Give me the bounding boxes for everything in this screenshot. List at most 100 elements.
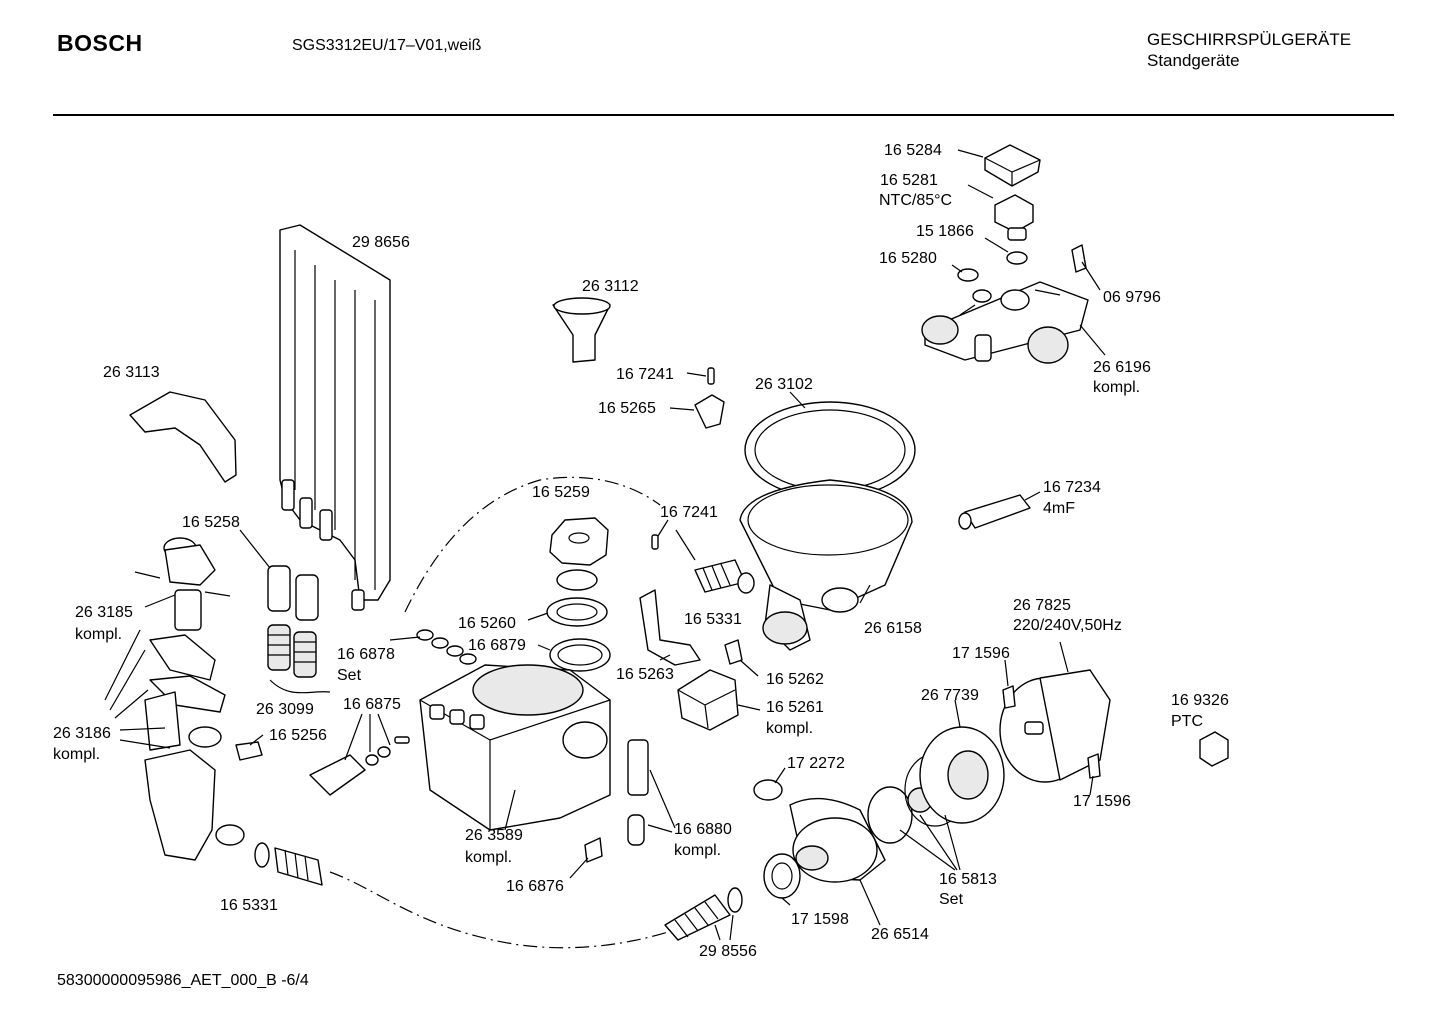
- part-166880-float: [627, 739, 649, 846]
- label-171596-b: 17 1596: [1073, 793, 1131, 810]
- part-298656-heat-exchanger: [279, 224, 391, 611]
- dashed-assembly-line-main: [404, 476, 661, 613]
- label-263589: 26 3589: [465, 827, 523, 844]
- label-069796: 06 9796: [1103, 289, 1161, 306]
- part-hose-corrugated-upper: [694, 559, 746, 593]
- label-ntc: NTC/85°C: [879, 192, 952, 209]
- label-165281: 16 5281: [880, 172, 938, 189]
- part-266514-pump-housing: [789, 797, 886, 883]
- part-171596-bracket-a: [1002, 685, 1016, 709]
- label-165261-kompl: kompl.: [766, 720, 813, 737]
- label-267825: 26 7825: [1013, 597, 1071, 614]
- part-298556-hose: [664, 887, 743, 941]
- part-263186-assembly: [144, 634, 245, 861]
- label-166878-set: Set: [337, 667, 362, 684]
- part-171598-seal: [763, 853, 801, 899]
- label-165262: 16 5262: [766, 671, 824, 688]
- label-167241-b: 16 7241: [660, 504, 718, 521]
- part-labels: 16 5284 16 5281 NTC/85°C 15 1866 16 5280…: [53, 142, 1229, 960]
- label-166876: 16 6876: [506, 878, 564, 895]
- label-165813: 16 5813: [939, 871, 997, 888]
- label-165331-upper: 16 5331: [684, 611, 742, 628]
- label-165261: 16 5261: [766, 699, 824, 716]
- part-267825-motor: [999, 669, 1111, 783]
- label-165280: 16 5280: [879, 250, 937, 267]
- label-172272: 17 2272: [787, 755, 845, 772]
- label-165260: 16 5260: [458, 615, 516, 632]
- label-263099: 26 3099: [256, 701, 314, 718]
- label-167234: 16 7234: [1043, 479, 1101, 496]
- label-165258: 16 5258: [182, 514, 240, 531]
- label-267739: 26 7739: [921, 687, 979, 704]
- label-167241-a: 16 7241: [616, 366, 674, 383]
- label-165256: 16 5256: [269, 727, 327, 744]
- document-code: 58300000095986_AET_000_B -6/4: [57, 972, 309, 989]
- part-263589-container: [419, 664, 611, 831]
- part-165256-clip: [235, 741, 263, 761]
- part-165261-level-switch: [677, 669, 739, 731]
- part-266196-valve-block: [921, 281, 1089, 364]
- part-165259-filter-nut: [549, 517, 609, 566]
- label-165265: 16 5265: [598, 400, 656, 417]
- label-166879: 16 6879: [468, 637, 526, 654]
- label-voltage: 220/240V,50Hz: [1013, 617, 1122, 634]
- label-266514: 26 6514: [871, 926, 929, 943]
- subcategory-title: Standgeräte: [1147, 51, 1240, 70]
- label-298556: 29 8556: [699, 943, 757, 960]
- part-266158-sump: [739, 479, 913, 651]
- part-263099-springs: [267, 624, 317, 678]
- label-169326: 16 9326: [1171, 692, 1229, 709]
- label-263186: 26 3186: [53, 725, 111, 742]
- part-166879-seal: [549, 638, 611, 672]
- label-298656: 29 8656: [352, 234, 410, 251]
- part-165260-ring: [546, 597, 608, 627]
- label-166878: 16 6878: [337, 646, 395, 663]
- label-171598: 17 1598: [791, 911, 849, 928]
- part-263113-cover: [129, 391, 237, 483]
- part-165281-ntc-sensor: [994, 194, 1034, 241]
- part-267739-cover: [919, 726, 1005, 824]
- label-171596-a: 17 1596: [952, 645, 1010, 662]
- part-167241-screw-a: [707, 367, 715, 385]
- part-165284-cap: [984, 144, 1041, 187]
- label-165259: 16 5259: [532, 484, 590, 501]
- connector-line-263099: [269, 679, 331, 694]
- part-263112-funnel: [552, 297, 611, 363]
- part-ring-small: [556, 569, 598, 591]
- part-069796-clip: [1071, 244, 1087, 273]
- label-263185: 26 3185: [75, 604, 133, 621]
- part-165262-clip: [724, 639, 743, 665]
- label-151866: 15 1866: [916, 223, 974, 240]
- label-266196: 26 6196: [1093, 359, 1151, 376]
- part-167241-screw-b: [651, 534, 659, 550]
- label-165263: 16 5263: [616, 666, 674, 683]
- label-capacitance: 4mF: [1043, 500, 1075, 517]
- part-171596-bracket-b: [1087, 753, 1101, 779]
- label-166880: 16 6880: [674, 821, 732, 838]
- category-title: GESCHIRRSPÜLGERÄTE: [1147, 30, 1352, 49]
- label-166880-kompl: kompl.: [674, 842, 721, 859]
- part-165813-impeller-set: [867, 753, 966, 844]
- part-165331-oring-upper: [737, 572, 755, 594]
- label-165284: 16 5284: [884, 142, 942, 159]
- part-165265-bracket: [694, 394, 725, 429]
- label-263112: 26 3112: [582, 278, 639, 295]
- header-divider: [53, 114, 1394, 116]
- label-165813-set: Set: [939, 891, 964, 908]
- part-167234-capacitor: [958, 494, 1031, 530]
- label-263102: 26 3102: [755, 376, 813, 393]
- label-266196-kompl: kompl.: [1093, 379, 1140, 396]
- part-166875-valve: [309, 736, 410, 796]
- part-165280-orings: [957, 268, 992, 303]
- part-165263-bracket: [639, 589, 701, 666]
- brand-logo: BOSCH: [57, 30, 143, 56]
- part-151866-oring: [1006, 251, 1028, 265]
- leader-lines: [104, 149, 1106, 941]
- part-169326-ptc: [1199, 731, 1229, 767]
- label-165331-lower: 16 5331: [220, 897, 278, 914]
- label-166875: 16 6875: [343, 696, 401, 713]
- part-166876-clip: [584, 837, 603, 863]
- model-number: SGS3312EU/17–V01,weiß: [292, 37, 482, 54]
- label-ptc: PTC: [1171, 713, 1203, 730]
